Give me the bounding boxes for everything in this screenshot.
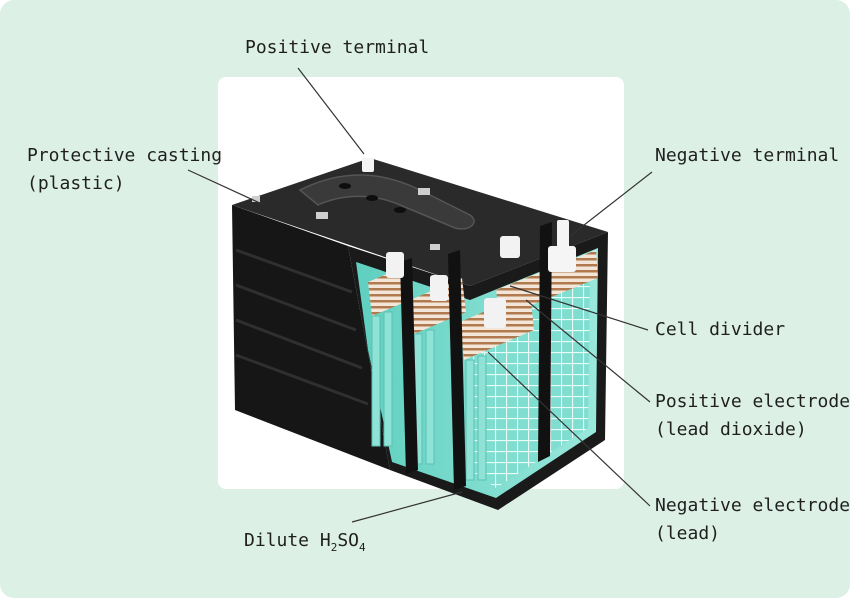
positive-electrode-line1: Positive electrode bbox=[655, 391, 850, 412]
vertical-plates bbox=[371, 311, 487, 481]
electrolyte-mid: SO bbox=[337, 530, 360, 551]
negative-terminal-label: Negative terminal bbox=[655, 145, 840, 166]
electrolyte-subscript-2: 2 bbox=[330, 541, 338, 554]
positive-terminal-label: Positive terminal bbox=[245, 37, 430, 58]
casing-ribs bbox=[235, 248, 369, 406]
casing-side bbox=[232, 205, 390, 470]
terminal-posts bbox=[386, 236, 576, 328]
bus-bar-holes bbox=[339, 183, 406, 213]
protective-casting-label: Protective casting (plastic) bbox=[27, 142, 222, 198]
electrolyte-subscript-4: 4 bbox=[359, 541, 366, 554]
positive-electrode-line2: (lead dioxide) bbox=[655, 419, 807, 440]
protective-casting-line2: (plastic) bbox=[27, 173, 125, 194]
negative-electrode-line1: Negative electrode bbox=[655, 495, 850, 516]
negative-electrode-label: Negative electrode (lead) bbox=[655, 492, 850, 548]
electrolyte-label: Dilute H2SO4 bbox=[244, 527, 366, 557]
cell-dividers bbox=[400, 222, 552, 490]
electrolyte-prefix: Dilute H bbox=[244, 530, 331, 551]
positive-terminal-post bbox=[362, 158, 374, 172]
positive-electrode-label: Positive electrode (lead dioxide) bbox=[655, 388, 850, 444]
protective-casting-line1: Protective casting bbox=[27, 145, 223, 166]
plate-stack-1 bbox=[368, 266, 410, 316]
leader-lines bbox=[187, 67, 653, 523]
negative-electrode-line2: (lead) bbox=[655, 523, 721, 544]
cell-divider-label: Cell divider bbox=[655, 319, 786, 340]
vent-caps bbox=[252, 188, 440, 250]
negative-terminal-post bbox=[557, 220, 569, 248]
